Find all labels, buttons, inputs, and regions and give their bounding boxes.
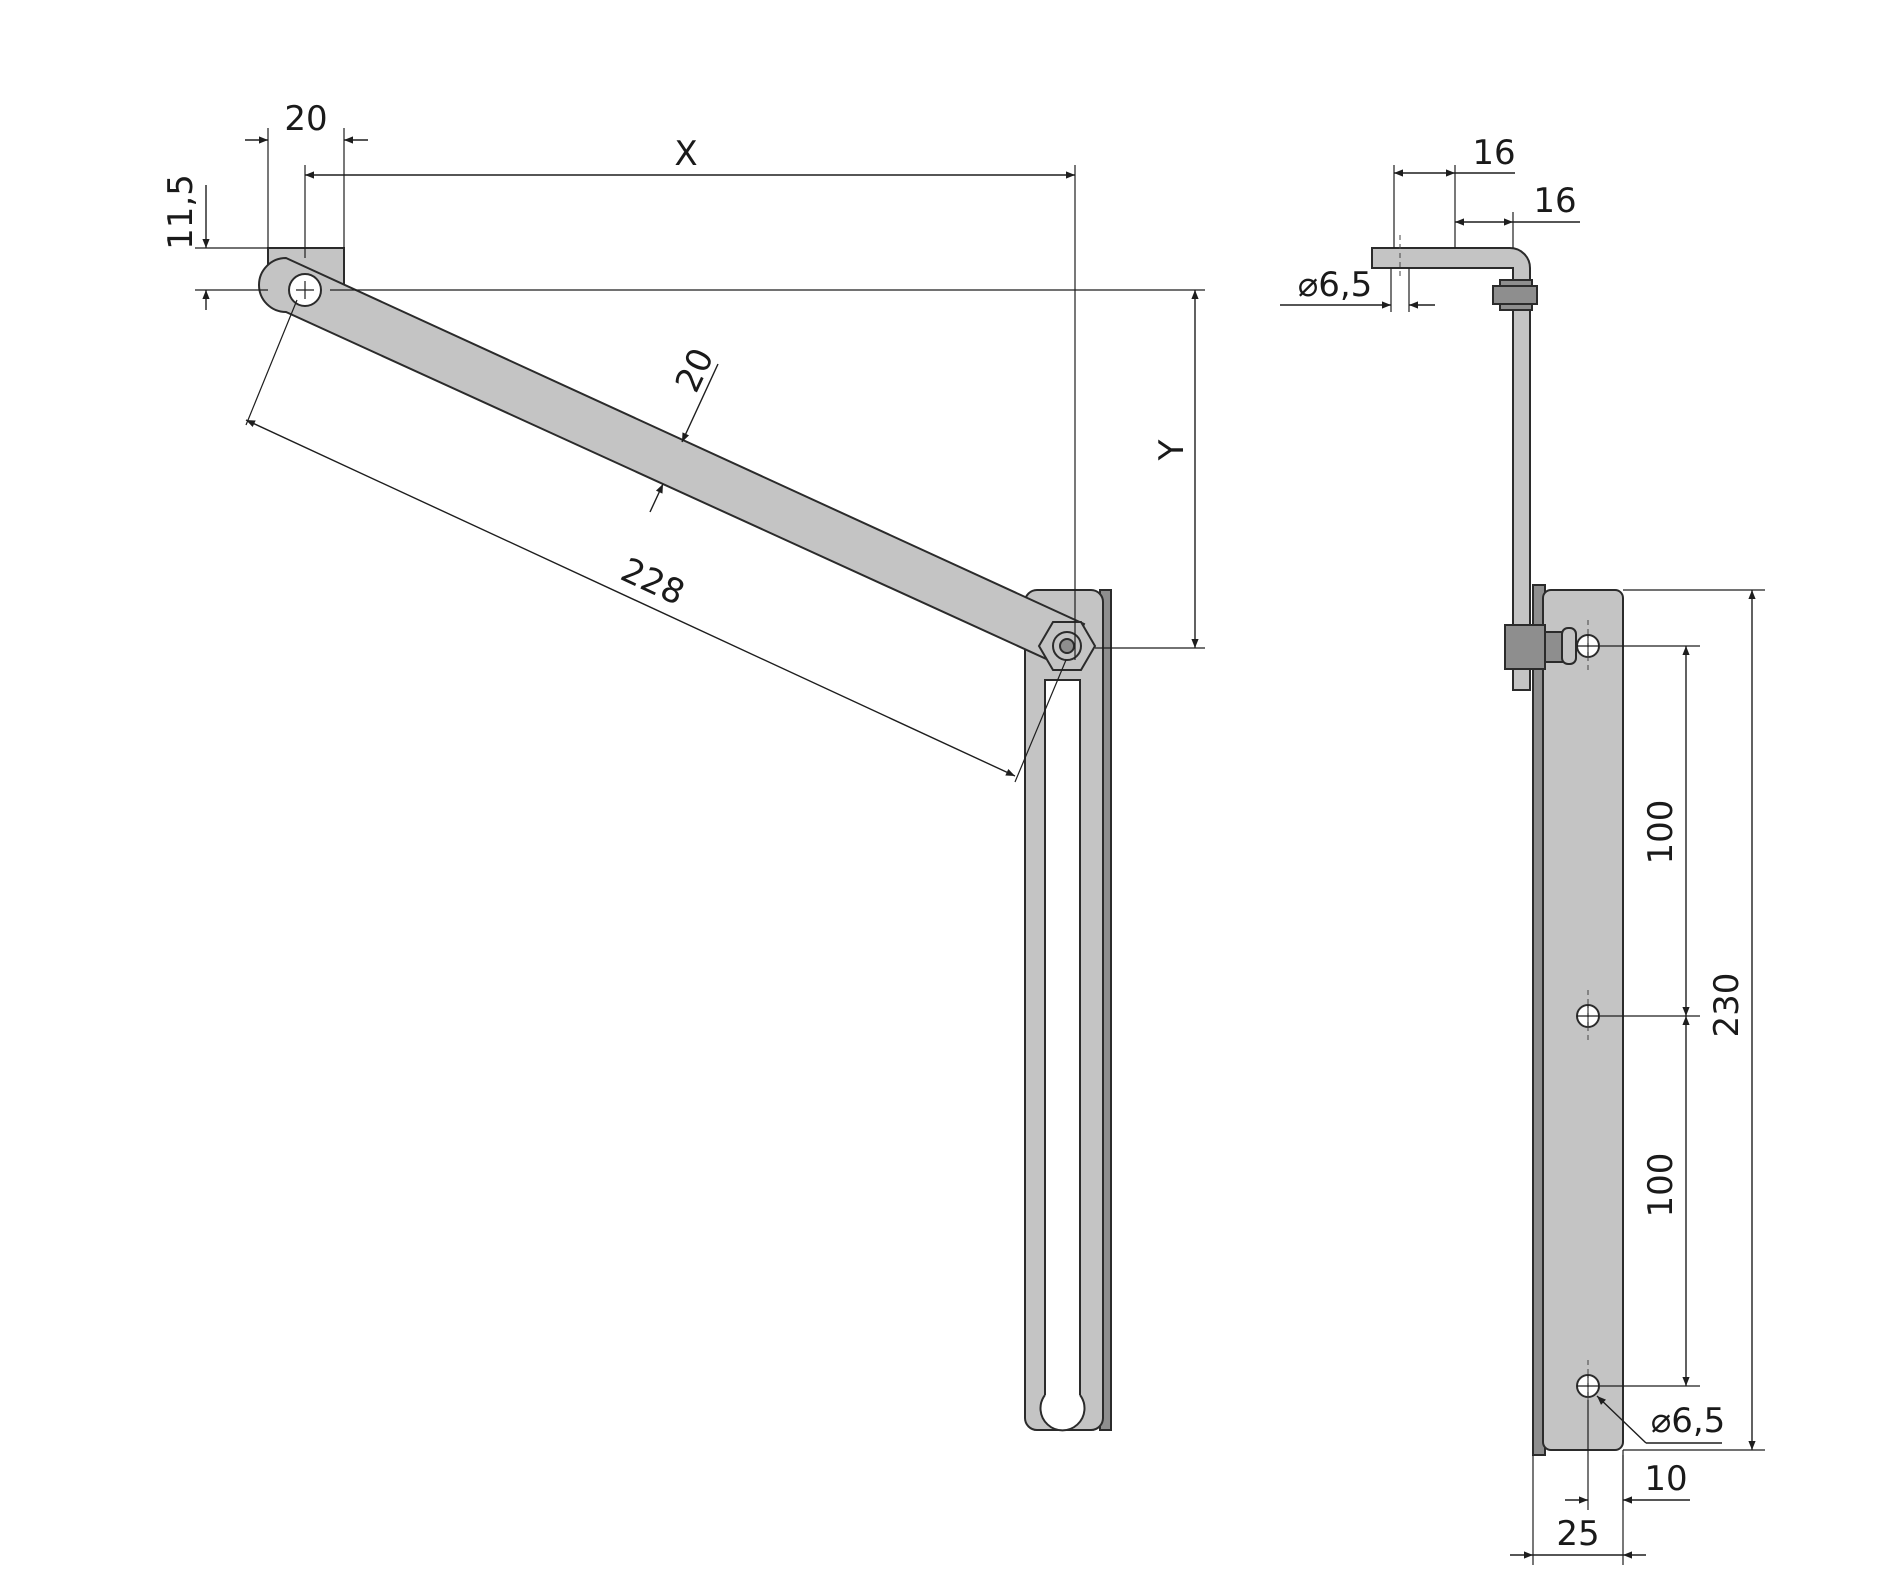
slotted-bracket	[1024, 589, 1112, 1432]
dim-label-arm-length: 228	[615, 550, 691, 614]
dim-label-bottom-hole-diameter: ⌀6,5	[1651, 1401, 1726, 1441]
dim-label-y: Y	[1152, 439, 1192, 461]
dim-label-bracket-length: 230	[1707, 973, 1747, 1038]
dim-horizontal-travel: X	[304, 134, 1076, 660]
dim-hole-spacing-lower: 100	[1600, 1016, 1700, 1387]
front-view: 20 11,5 X Y 20	[161, 99, 1205, 1432]
dim-label-x: X	[674, 134, 697, 174]
top-l-bracket	[1371, 235, 1538, 691]
dim-pivot-width: 20	[245, 99, 368, 248]
dim-label-pivot-width: 20	[284, 99, 327, 139]
dim-hole-spacing-upper: 100	[1600, 645, 1700, 1017]
dim-label-hole-spacing-lower: 100	[1641, 1153, 1681, 1218]
dim-label-pivot-height: 11,5	[161, 174, 201, 250]
dim-arm-length: 228	[245, 299, 1067, 783]
mounting-bracket	[1504, 584, 1624, 1456]
dim-label-top-offset-2: 16	[1533, 181, 1576, 221]
dim-label-hole-spacing-upper: 100	[1641, 800, 1681, 865]
hex-nut	[1037, 621, 1097, 671]
dim-label-hole-edge-distance: 10	[1644, 1459, 1687, 1499]
dim-top-offset-1: 16	[1393, 133, 1516, 248]
dim-bracket-width: 25	[1510, 1455, 1646, 1565]
dim-top-hole-diameter: ⌀6,5	[1280, 265, 1435, 312]
side-view: 16 16 ⌀6,5 100 100	[1280, 133, 1765, 1565]
dim-bracket-length: 230	[1623, 589, 1765, 1451]
dim-vertical-travel: Y	[330, 289, 1205, 649]
dim-label-bracket-width: 25	[1556, 1514, 1599, 1554]
dim-top-offset-2: 16	[1455, 181, 1580, 248]
dim-pivot-height: 11,5	[161, 174, 268, 310]
dim-label-top-hole-diameter: ⌀6,5	[1298, 265, 1373, 305]
dim-label-top-offset-1: 16	[1472, 133, 1515, 173]
bracket-holes	[1576, 620, 1600, 1412]
dim-bottom-hole-diameter: ⌀6,5	[1596, 1395, 1726, 1444]
dim-label-arm-width: 20	[668, 342, 723, 398]
dim-hole-edge-distance: 10	[1565, 1400, 1690, 1510]
